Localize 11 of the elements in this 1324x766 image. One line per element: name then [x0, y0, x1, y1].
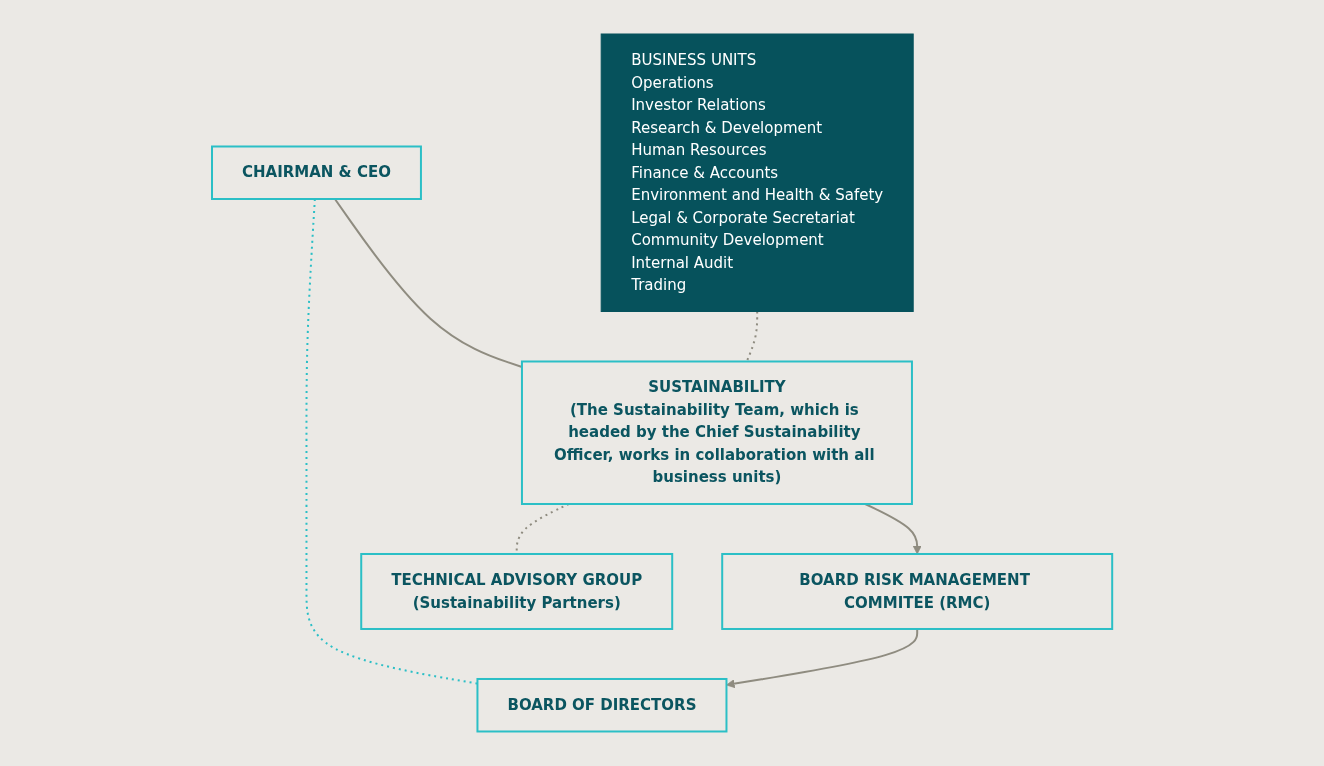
node-box: BUSINESS UNITS Operations Investor Relations Research & Development Human Resources Finance & Accounts Environment and Health & Safety Legal & Corporate Secretariat Community Development Internal Audit Trading — [600, 33, 914, 313]
node-box: TECHNICAL ADVISORY GROUP (Sustainability Partners) — [360, 553, 674, 631]
connector — [333, 198, 523, 369]
node-box: BOARD RISK MANAGEMENT COMMITEE (RMC) — [721, 553, 1114, 631]
connector — [745, 310, 759, 363]
arrow — [725, 628, 919, 689]
connector — [305, 198, 479, 685]
node-box: SUSTAINABILITY (The Sustainability Team, which is headed by the Chief Sustainability Officer, works in collaboration with all business units) — [520, 360, 913, 506]
node-box: BOARD OF DIRECTORS — [476, 678, 728, 733]
node-box: CHAIRMAN & CEO — [210, 145, 422, 201]
arrow — [864, 503, 922, 555]
